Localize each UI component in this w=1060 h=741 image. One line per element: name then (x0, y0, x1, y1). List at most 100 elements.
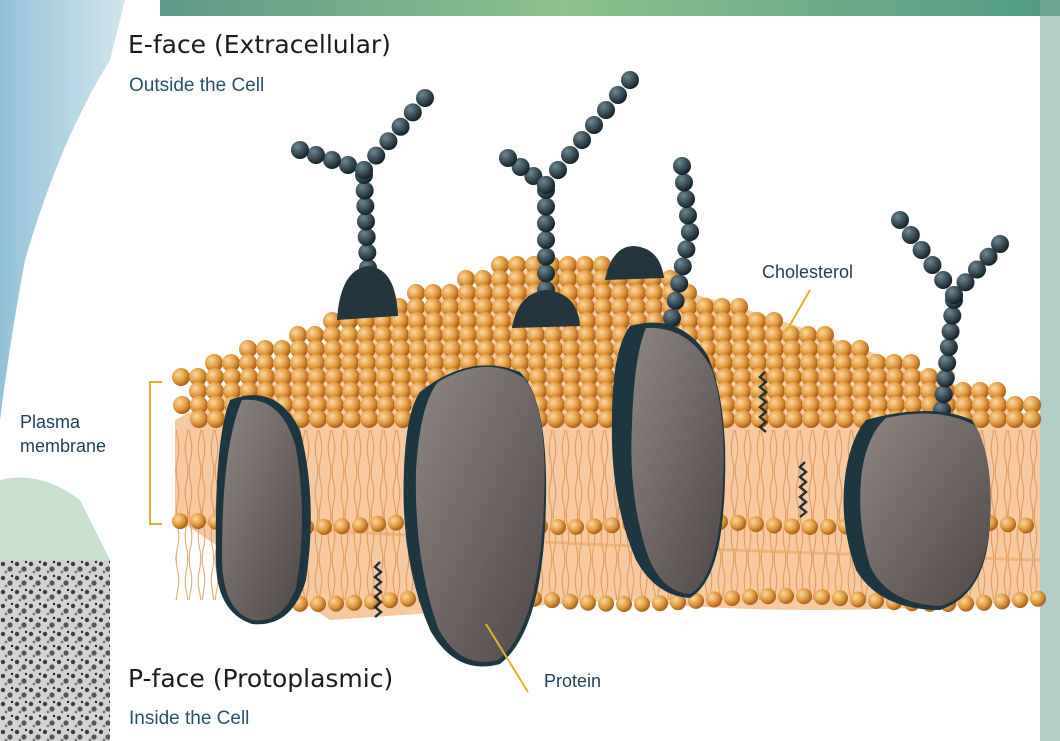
phospholipid-head (814, 589, 830, 605)
protein-label: Protein (544, 671, 601, 692)
glycan-bead (404, 103, 422, 121)
glycan-bead (677, 240, 695, 258)
glycan-bead (573, 131, 591, 149)
glycan-bead (677, 190, 695, 208)
plasma-membrane-label-line1: Plasma (20, 412, 80, 433)
glycan-bead (891, 211, 909, 229)
glycan-bead (675, 174, 693, 192)
glycan-bead (943, 307, 961, 325)
e-face-subtitle: Outside the Cell (129, 75, 264, 97)
phospholipid-head (316, 519, 332, 535)
phospholipid-head (370, 516, 386, 532)
phospholipid-head (989, 410, 1007, 428)
glycan-bead (379, 132, 397, 150)
glycan-bead (358, 228, 376, 246)
phospholipid-head (550, 519, 566, 535)
protein-1 (216, 395, 311, 624)
protein-4 (844, 411, 991, 610)
phospholipid-head (836, 410, 854, 428)
micrograph-inset (0, 560, 110, 741)
glycan-bead (913, 241, 931, 259)
glycan-bead (561, 146, 579, 164)
phospholipid-head (819, 410, 837, 428)
glycan-bead (537, 248, 555, 266)
phospholipid-head (760, 588, 776, 604)
phospholipid-head (1000, 516, 1016, 532)
glycan-bead (339, 156, 357, 174)
phospholipid-head (377, 410, 395, 428)
glycan-bead (991, 235, 1009, 253)
phospholipid-head (400, 591, 416, 607)
phospholipid-head (1023, 410, 1041, 428)
glycan-bead (938, 354, 956, 372)
glycan-bead (307, 146, 325, 164)
phospholipid-head (190, 513, 206, 529)
phospholipid-head (768, 410, 786, 428)
glycan-bead (902, 226, 920, 244)
glycan-bead (499, 149, 517, 167)
glycan-bead (356, 197, 374, 215)
phospholipid-head (172, 513, 188, 529)
glycan-bead (585, 116, 603, 134)
phospholipid-head (388, 515, 404, 531)
phospholipid-head (544, 592, 560, 608)
phospholipid-head (346, 595, 362, 611)
glycan-bead (291, 141, 309, 159)
phospholipid-head (742, 589, 758, 605)
phospholipid-head (748, 516, 764, 532)
phospholipid-head (706, 591, 722, 607)
phospholipid-head (190, 410, 208, 428)
phospholipid-head (616, 596, 632, 612)
glycan-bead (674, 257, 692, 275)
p-face-title: P-face (Protoplasmic) (128, 664, 393, 693)
glycan-bead (367, 147, 385, 165)
phospholipid-head (172, 368, 190, 386)
glycan-bead (667, 292, 685, 310)
phospholipid-head (562, 594, 578, 610)
glycan-bead (537, 231, 555, 249)
phospholipid-head (326, 410, 344, 428)
glycan-bead (940, 338, 958, 356)
e-face-title: E-face (Extracellular) (128, 30, 391, 59)
phospholipid-head (309, 410, 327, 428)
phospholipid-head (1030, 591, 1046, 607)
phospholipid-head (604, 517, 620, 533)
phospholipid-head (832, 590, 848, 606)
phospholipid-head (334, 518, 350, 534)
phospholipid-head (310, 596, 326, 612)
phospholipid-head (1012, 592, 1028, 608)
glycan-bead (416, 89, 434, 107)
phospholipid-head (328, 596, 344, 612)
glycan-bead (934, 271, 952, 289)
cholesterol-label: Cholesterol (762, 262, 853, 283)
glycan-bead (681, 223, 699, 241)
phospholipid-head (724, 590, 740, 606)
phospholipid-head (580, 595, 596, 611)
phospholipid-head (652, 595, 668, 611)
glycan-bead (670, 275, 688, 293)
phospholipid-head (785, 410, 803, 428)
glycan-bead (936, 370, 954, 388)
glycan-bead (358, 244, 376, 262)
glycan-bead (597, 101, 615, 119)
phospholipid-head (802, 519, 818, 535)
glycan-bead (537, 214, 555, 232)
glycan-bead (537, 264, 555, 282)
plasma-membrane-label-line2: membrane (20, 436, 106, 457)
glycan-bead (537, 198, 555, 216)
phospholipid-head (634, 596, 650, 612)
phospholipid-head (850, 592, 866, 608)
glycan-bead (673, 157, 691, 175)
phospholipid-head (766, 517, 782, 533)
phospholipid-head (730, 515, 746, 531)
glycan-bead (549, 161, 567, 179)
phospholipid-head (796, 588, 812, 604)
phospholipid-head (598, 596, 614, 612)
phospholipid-head (586, 518, 602, 534)
glycan-bead (609, 86, 627, 104)
phospholipid-head (343, 410, 361, 428)
phospholipid-head (734, 410, 752, 428)
glycan-bead (355, 161, 373, 179)
p-face-subtitle: Inside the Cell (129, 708, 249, 730)
glycan-bead (356, 182, 374, 200)
